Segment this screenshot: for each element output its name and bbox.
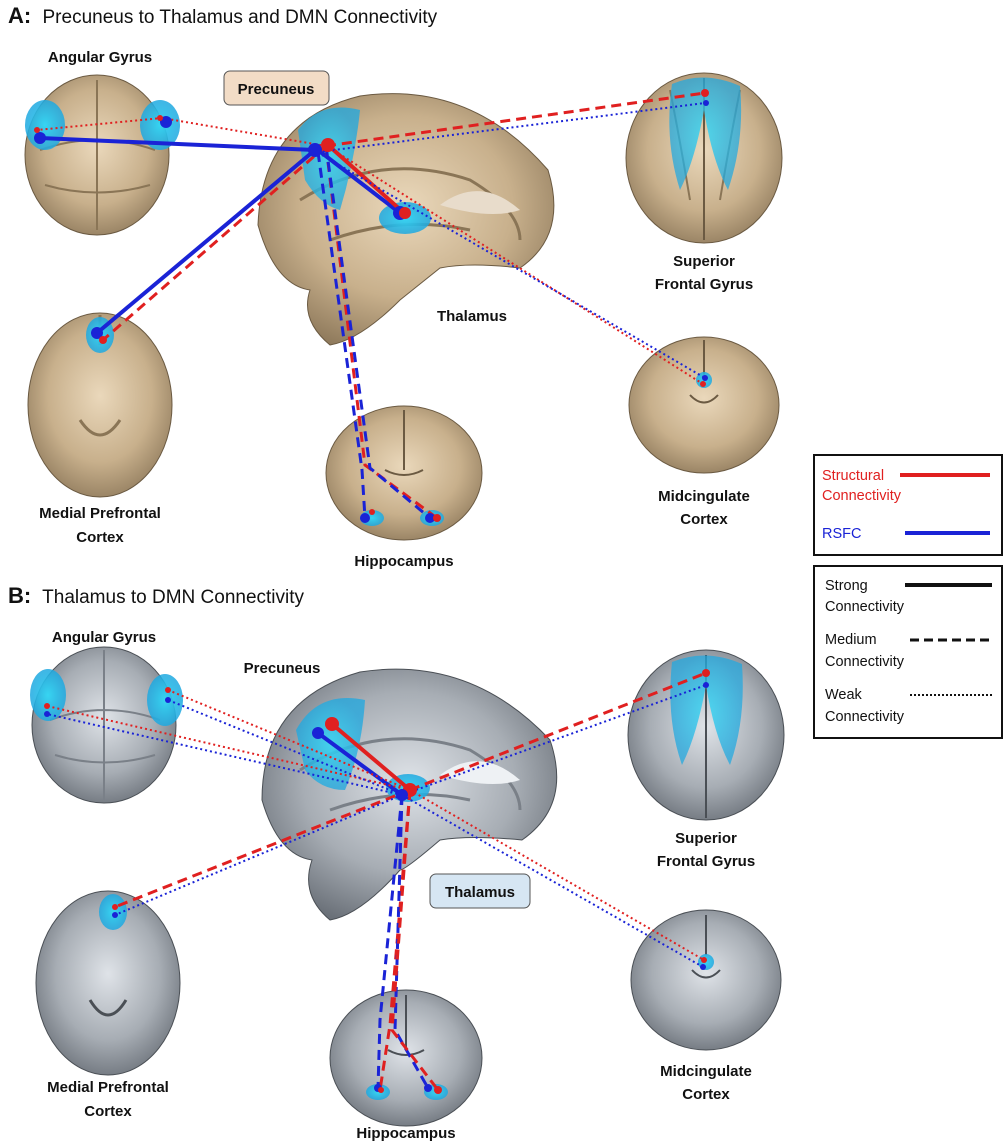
label-angular-a: Angular Gyrus xyxy=(48,49,152,66)
legend-weak-2: Connectivity xyxy=(825,709,905,725)
brain-angular-b xyxy=(30,646,183,804)
legend-medium-2: Connectivity xyxy=(825,654,905,670)
panel-b: B: Thalamus to DMN Connectivity xyxy=(8,583,785,1142)
svg-text:Thalamus: Thalamus xyxy=(445,884,515,901)
svg-text:Precuneus: Precuneus xyxy=(238,81,315,98)
label-sfg-b-1: Superior xyxy=(675,830,737,847)
brain-sagittal-a xyxy=(257,93,555,346)
panel-a-title: A: Precuneus to Thalamus and DMN Connect… xyxy=(8,3,438,28)
brain-hippocampus-b xyxy=(329,989,483,1127)
label-sfg-a-1: Superior xyxy=(673,253,735,270)
label-mcc-b-1: Midcingulate xyxy=(660,1063,752,1080)
legend-structural-1: Structural xyxy=(822,468,884,484)
thalamus-box-b: Thalamus xyxy=(429,873,531,909)
label-angular-b: Angular Gyrus xyxy=(52,629,156,646)
connections-a xyxy=(34,89,709,523)
label-sfg-a-2: Frontal Gyrus xyxy=(655,276,753,293)
legend-rsfc: RSFC xyxy=(822,526,861,542)
label-sfg-b-2: Frontal Gyrus xyxy=(657,853,755,870)
panel-b-title: B: Thalamus to DMN Connectivity xyxy=(8,583,305,608)
label-hippocampus-a: Hippocampus xyxy=(354,553,453,570)
brain-mcc-a xyxy=(628,336,780,474)
label-mpfc-a-1: Medial Prefrontal xyxy=(39,505,161,522)
brain-angular-a xyxy=(24,74,180,236)
legend-strength: Strong Connectivity Medium Connectivity … xyxy=(813,565,1003,739)
label-thalamus-a: Thalamus xyxy=(437,308,507,325)
precuneus-box-a: Precuneus xyxy=(223,70,330,106)
connections-b xyxy=(44,669,710,1094)
brain-sfg-a xyxy=(625,72,783,244)
brain-mpfc-a xyxy=(27,312,173,498)
legend-structural-2: Connectivity xyxy=(822,488,902,504)
panel-a: A: Precuneus to Thalamus and DMN Connect… xyxy=(8,3,783,570)
label-mcc-a-2: Cortex xyxy=(680,511,728,528)
label-hippocampus-b: Hippocampus xyxy=(356,1125,455,1142)
brain-hippocampus-a xyxy=(325,405,483,541)
label-mpfc-a-2: Cortex xyxy=(76,529,124,546)
label-mpfc-b-1: Medial Prefrontal xyxy=(47,1079,169,1096)
label-mcc-a-1: Midcingulate xyxy=(658,488,750,505)
legend-color: Structural Connectivity RSFC xyxy=(813,454,1003,556)
brain-mpfc-b xyxy=(35,890,181,1076)
legend-strong-2: Connectivity xyxy=(825,599,905,615)
label-mcc-b-2: Cortex xyxy=(682,1086,730,1103)
legend-strong-1: Strong xyxy=(825,578,868,594)
legend-medium-1: Medium xyxy=(825,632,877,648)
label-precuneus-b: Precuneus xyxy=(244,660,321,677)
label-mpfc-b-2: Cortex xyxy=(84,1103,132,1120)
legend-weak-1: Weak xyxy=(825,687,863,703)
